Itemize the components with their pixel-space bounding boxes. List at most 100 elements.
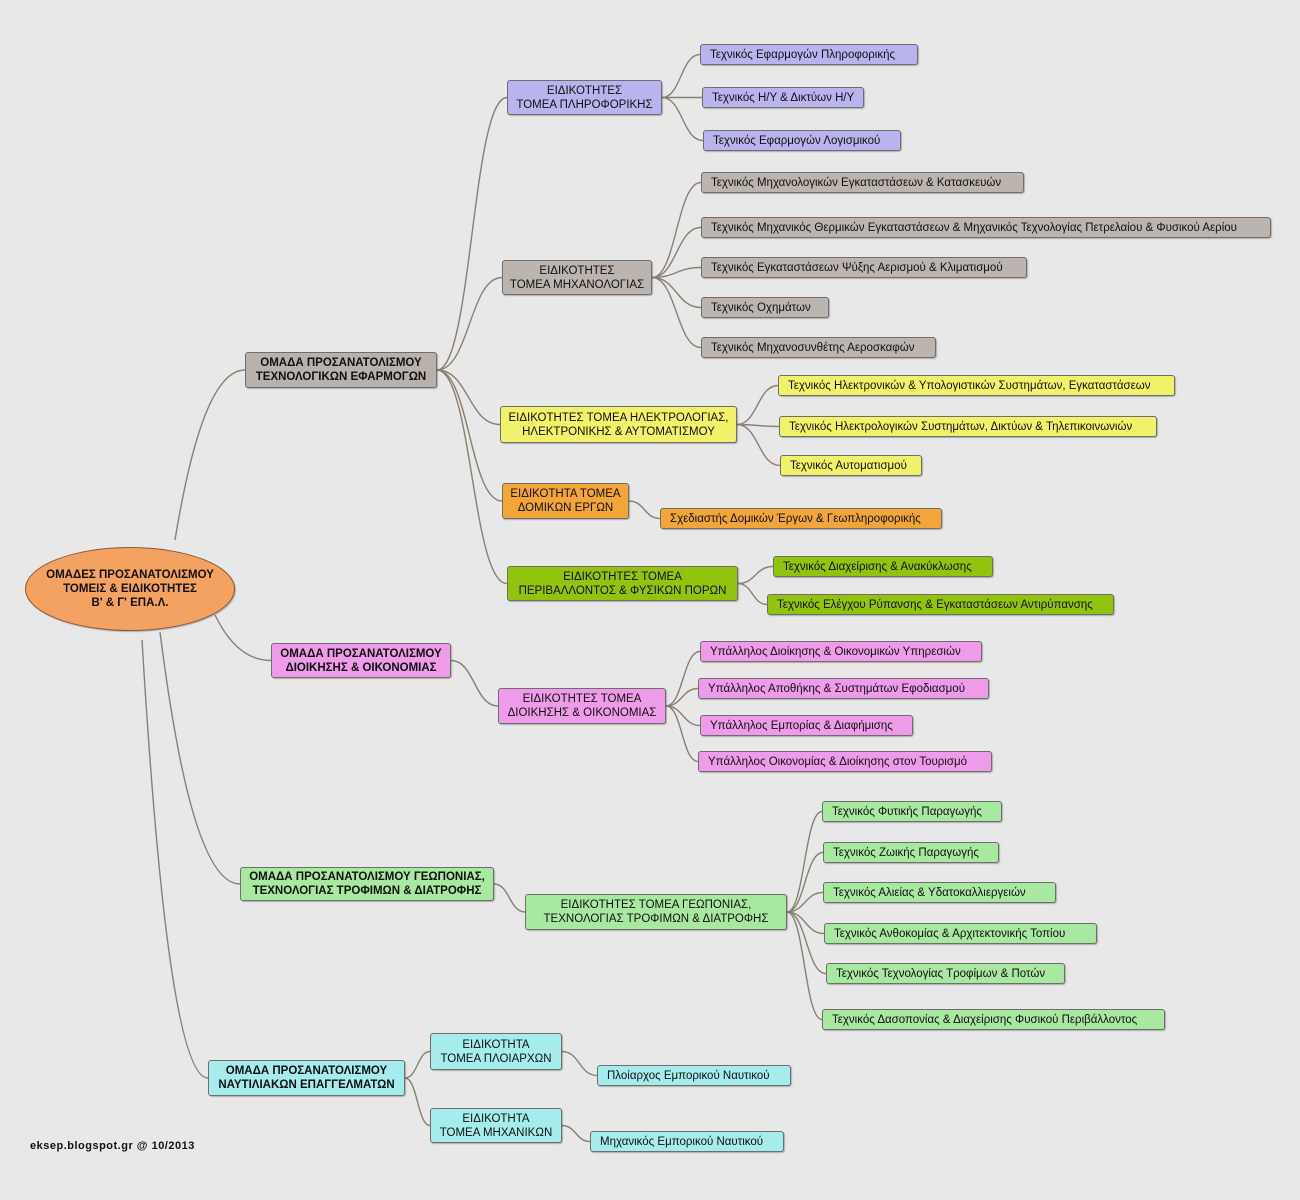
sector-label: ΕΙΔΙΚΟΤΗΤΕΣ ΤΟΜΕΑ ΠΕΡΙΒΑΛΛΟΝΤΟΣ & ΦΥΣΙΚΩ…	[518, 570, 727, 597]
specialty-item[interactable]: Τεχνικός Εφαρμογών Λογισμικού	[703, 130, 901, 151]
sector-to-specialty-connector	[737, 582, 768, 606]
sector-to-specialty-connector	[651, 226, 702, 279]
specialty-label: Τεχνικός Ζωικής Παραγωγής	[833, 846, 979, 859]
sector-administration[interactable]: ΕΙΔΙΚΟΤΗΤΕΣ ΤΟΜΕΑ ΔΙΟΙΚΗΣΗΣ & ΟΙΚΟΝΟΜΙΑΣ	[498, 688, 666, 724]
specialty-label: Υπάλληλος Διοίκησης & Οικονομικών Υπηρεσ…	[710, 645, 961, 658]
specialty-label: Μηχανικός Εμπορικού Ναυτικού	[600, 1135, 764, 1148]
group-label: ΟΜΑΔΑ ΠΡΟΣΑΝΑΤΟΛΙΣΜΟΥ ΤΕΧΝΟΛΟΓΙΚΩΝ ΕΦΑΡΜ…	[255, 357, 427, 383]
specialty-item[interactable]: Τεχνικός Εφαρμογών Πληροφορικής	[700, 44, 918, 65]
sector-label: ΕΙΔΙΚΟΤΗΤΕΣ ΤΟΜΕΑ ΗΛΕΚΤΡΟΛΟΓΙΑΣ, ΗΛΕΚΤΡΟ…	[508, 411, 729, 438]
credit-text: eksep.blogspot.gr @ 10/2013	[30, 1140, 195, 1152]
specialty-item[interactable]: Πλοίαρχος Εμπορικού Ναυτικού	[597, 1065, 791, 1086]
group-label: ΟΜΑΔΑ ΠΡΟΣΑΝΑΤΟΛΙΣΜΟΥ ΓΕΩΠΟΝΙΑΣ, ΤΕΧΝΟΛΟ…	[249, 871, 485, 897]
sector-informatics[interactable]: ΕΙΔΙΚΟΤΗΤΕΣ ΤΟΜΕΑ ΠΛΗΡΟΦΟΡΙΚΗΣ	[507, 80, 662, 115]
specialty-label: Τεχνικός Διαχείρισης & Ανακύκλωσης	[783, 560, 972, 573]
sector-to-specialty-connector	[786, 911, 827, 975]
specialty-item[interactable]: Τεχνικός Ζωικής Παραγωγής	[823, 842, 999, 863]
sector-label: ΕΙΔΙΚΟΤΗΤΑ ΤΟΜΕΑ ΜΗΧΑΝΙΚΩΝ	[439, 1112, 553, 1139]
specialty-item[interactable]: Τεχνικός Δασοπονίας & Διαχείρισης Φυσικο…	[822, 1009, 1165, 1030]
group-agriculture-food[interactable]: ΟΜΑΔΑ ΠΡΟΣΑΝΑΤΟΛΙΣΜΟΥ ΓΕΩΠΟΝΙΑΣ, ΤΕΧΝΟΛΟ…	[240, 867, 494, 901]
specialty-item[interactable]: Τεχνικός Εγκαταστάσεων Ψύξης Αερισμού & …	[701, 257, 1027, 278]
group-to-sector-connector	[436, 369, 508, 585]
root-to-group-connector	[159, 631, 241, 885]
sector-to-specialty-connector	[561, 1050, 598, 1077]
sector-electrical[interactable]: ΕΙΔΙΚΟΤΗΤΕΣ ΤΟΜΕΑ ΗΛΕΚΤΡΟΛΟΓΙΑΣ, ΗΛΕΚΤΡΟ…	[500, 406, 737, 443]
specialty-item[interactable]: Τεχνικός Διαχείρισης & Ανακύκλωσης	[773, 556, 993, 577]
specialty-item[interactable]: Τεχνικός Ανθοκομίας & Αρχιτεκτονικής Τοπ…	[824, 923, 1097, 944]
specialty-item[interactable]: Τεχνικός Μηχανικός Θερμικών Εγκαταστάσεω…	[701, 217, 1271, 238]
specialty-item[interactable]: Υπάλληλος Οικονομίας & Διοίκησης στον Το…	[698, 751, 992, 772]
group-technological-applications[interactable]: ΟΜΑΔΑ ΠΡΟΣΑΝΑΤΟΛΙΣΜΟΥ ΤΕΧΝΟΛΟΓΙΚΩΝ ΕΦΑΡΜ…	[245, 352, 437, 388]
group-administration-economy[interactable]: ΟΜΑΔΑ ΠΡΟΣΑΝΑΤΟΛΙΣΜΟΥ ΔΙΟΙΚΗΣΗΣ & ΟΙΚΟΝΟ…	[271, 643, 451, 678]
specialty-label: Τεχνικός Ηλεκτρονικών & Υπολογιστικών Συ…	[788, 379, 1151, 392]
sector-to-specialty-connector	[665, 650, 701, 707]
sector-to-specialty-connector	[661, 53, 701, 99]
specialty-item[interactable]: Τεχνικός Φυτικής Παραγωγής	[822, 801, 1002, 822]
specialty-label: Τεχνικός Αυτοματισμού	[790, 459, 907, 472]
sector-to-specialty-connector	[665, 705, 699, 763]
specialty-label: Τεχνικός Εφαρμογών Λογισμικού	[713, 134, 881, 147]
specialty-item[interactable]: Τεχνικός Ηλεκτρολογικών Συστημάτων, Δικτ…	[779, 416, 1157, 437]
sector-agriculture[interactable]: ΕΙΔΙΚΟΤΗΤΕΣ ΤΟΜΕΑ ΓΕΩΠΟΝΙΑΣ, ΤΕΧΝΟΛΟΓΙΑΣ…	[525, 894, 787, 930]
specialty-item[interactable]: Τεχνικός Αυτοματισμού	[780, 455, 922, 476]
sector-to-specialty-connector	[628, 500, 661, 520]
specialty-label: Τεχνικός Φυτικής Παραγωγής	[832, 805, 982, 818]
specialty-label: Τεχνικός Ανθοκομίας & Αρχιτεκτονικής Τοπ…	[834, 927, 1066, 940]
sector-to-specialty-connector	[651, 266, 702, 279]
sector-label: ΕΙΔΙΚΟΤΗΤΕΣ ΤΟΜΕΑ ΔΙΟΙΚΗΣΗΣ & ΟΙΚΟΝΟΜΙΑΣ	[507, 693, 657, 719]
sector-to-specialty-connector	[736, 423, 781, 467]
sector-mechanical[interactable]: ΕΙΔΙΚΟΤΗΤΕΣ ΤΟΜΕΑ ΜΗΧΑΝΟΛΟΓΙΑΣ	[502, 260, 652, 295]
specialty-label: Τεχνικός Ηλεκτρολογικών Συστημάτων, Δικτ…	[789, 420, 1133, 433]
specialty-label: Τεχνικός Μηχανοσυνθέτης Αεροσκαφών	[711, 341, 915, 354]
sector-environment[interactable]: ΕΙΔΙΚΟΤΗΤΕΣ ΤΟΜΕΑ ΠΕΡΙΒΑΛΛΟΝΤΟΣ & ΦΥΣΙΚΩ…	[507, 566, 738, 601]
sector-engineers[interactable]: ΕΙΔΙΚΟΤΗΤΑ ΤΟΜΕΑ ΜΗΧΑΝΙΚΩΝ	[430, 1108, 562, 1143]
sector-to-specialty-connector	[651, 181, 702, 279]
group-maritime[interactable]: ΟΜΑΔΑ ΠΡΟΣΑΝΑΤΟΛΙΣΜΟΥ ΝΑΥΤΙΛΙΑΚΩΝ ΕΠΑΓΓΕ…	[208, 1060, 405, 1096]
sector-to-specialty-connector	[651, 276, 702, 309]
specialty-label: Τεχνικός Η/Υ & Δικτύων Η/Υ	[712, 91, 855, 104]
sector-label: ΕΙΔΙΚΟΤΗΤΑ ΤΟΜΕΑ ΠΛΟΙΑΡΧΩΝ	[440, 1038, 552, 1065]
specialty-label: Τεχνικός Εγκαταστάσεων Ψύξης Αερισμού & …	[711, 261, 1003, 274]
sector-label: ΕΙΔΙΚΟΤΗΤΕΣ ΤΟΜΕΑ ΜΗΧΑΝΟΛΟΓΙΑΣ	[509, 264, 645, 291]
specialty-item[interactable]: Τεχνικός Μηχανολογικών Εγκαταστάσεων & Κ…	[701, 172, 1024, 193]
specialty-item[interactable]: Τεχνικός Αλιείας & Υδατοκαλλιεργειών	[823, 882, 1056, 903]
sector-to-specialty-connector	[786, 810, 823, 913]
group-label: ΟΜΑΔΑ ΠΡΟΣΑΝΑΤΟΛΙΣΜΟΥ ΝΑΥΤΙΛΙΑΚΩΝ ΕΠΑΓΓΕ…	[218, 1065, 395, 1091]
sector-label: ΕΙΔΙΚΟΤΗΤΕΣ ΤΟΜΕΑ ΠΛΗΡΟΦΟΡΙΚΗΣ	[516, 84, 653, 111]
sector-to-specialty-connector	[736, 384, 779, 426]
specialty-item[interactable]: Τεχνικός Η/Υ & Δικτύων Η/Υ	[702, 87, 864, 108]
sector-captains[interactable]: ΕΙΔΙΚΟΤΗΤΑ ΤΟΜΕΑ ΠΛΟΙΑΡΧΩΝ	[430, 1033, 562, 1070]
specialty-item[interactable]: Τεχνικός Μηχανοσυνθέτης Αεροσκαφών	[701, 337, 936, 358]
specialty-item[interactable]: Υπάλληλος Αποθήκης & Συστημάτων Εφοδιασμ…	[698, 678, 989, 699]
specialty-label: Τεχνικός Μηχανολογικών Εγκαταστάσεων & Κ…	[711, 176, 1002, 189]
group-to-sector-connector	[436, 369, 503, 502]
group-to-sector-connector	[404, 1050, 431, 1079]
sector-to-specialty-connector	[561, 1124, 591, 1143]
specialty-item[interactable]: Μηχανικός Εμπορικού Ναυτικού	[590, 1131, 784, 1152]
specialty-item[interactable]: Υπάλληλος Εμπορίας & Διαφήμισης	[700, 715, 913, 736]
specialty-label: Τεχνικός Ελέγχου Ρύπανσης & Εγκαταστάσεω…	[777, 598, 1093, 611]
specialty-item[interactable]: Τεχνικός Οχημάτων	[701, 297, 829, 318]
specialty-label: Τεχνικός Εφαρμογών Πληροφορικής	[710, 48, 896, 61]
root-to-group-connector	[214, 614, 272, 662]
specialty-label: Πλοίαρχος Εμπορικού Ναυτικού	[607, 1069, 770, 1082]
specialty-label: Σχεδιαστής Δομικών Έργων & Γεωπληροφορικ…	[670, 512, 921, 525]
specialty-label: Υπάλληλος Αποθήκης & Συστημάτων Εφοδιασμ…	[708, 682, 965, 695]
specialty-item[interactable]: Τεχνικός Ηλεκτρονικών & Υπολογιστικών Συ…	[778, 375, 1175, 396]
root-node[interactable]: ΟΜΑΔΕΣ ΠΡΟΣΑΝΑΤΟΛΙΣΜΟΥ ΤΟΜΕΙΣ & ΕΙΔΙΚΟΤΗ…	[25, 547, 235, 631]
sector-to-specialty-connector	[737, 565, 774, 585]
sector-to-specialty-connector	[651, 276, 702, 349]
specialty-item[interactable]: Τεχνικός Ελέγχου Ρύπανσης & Εγκαταστάσεω…	[767, 594, 1114, 615]
specialty-label: Τεχνικός Οχημάτων	[711, 301, 811, 314]
specialty-label: Τεχνικός Τεχνολογίας Τροφίμων & Ποτών	[836, 967, 1046, 980]
specialty-item[interactable]: Υπάλληλος Διοίκησης & Οικονομικών Υπηρεσ…	[700, 641, 982, 662]
specialty-item[interactable]: Σχεδιαστής Δομικών Έργων & Γεωπληροφορικ…	[660, 508, 942, 529]
specialty-label: Υπάλληλος Οικονομίας & Διοίκησης στον Το…	[708, 755, 967, 768]
specialty-label: Τεχνικός Αλιείας & Υδατοκαλλιεργειών	[833, 886, 1026, 899]
sector-construction[interactable]: ΕΙΔΙΚΟΤΗΤΑ ΤΟΜΕΑ ΔΟΜΙΚΩΝ ΕΡΓΩΝ	[502, 483, 629, 519]
specialty-label: Τεχνικός Μηχανικός Θερμικών Εγκαταστάσεω…	[711, 221, 1237, 234]
specialty-item[interactable]: Τεχνικός Τεχνολογίας Τροφίμων & Ποτών	[826, 963, 1065, 984]
sector-label: ΕΙΔΙΚΟΤΗΤΕΣ ΤΟΜΕΑ ΓΕΩΠΟΝΙΑΣ, ΤΕΧΝΟΛΟΓΙΑΣ…	[543, 899, 769, 925]
